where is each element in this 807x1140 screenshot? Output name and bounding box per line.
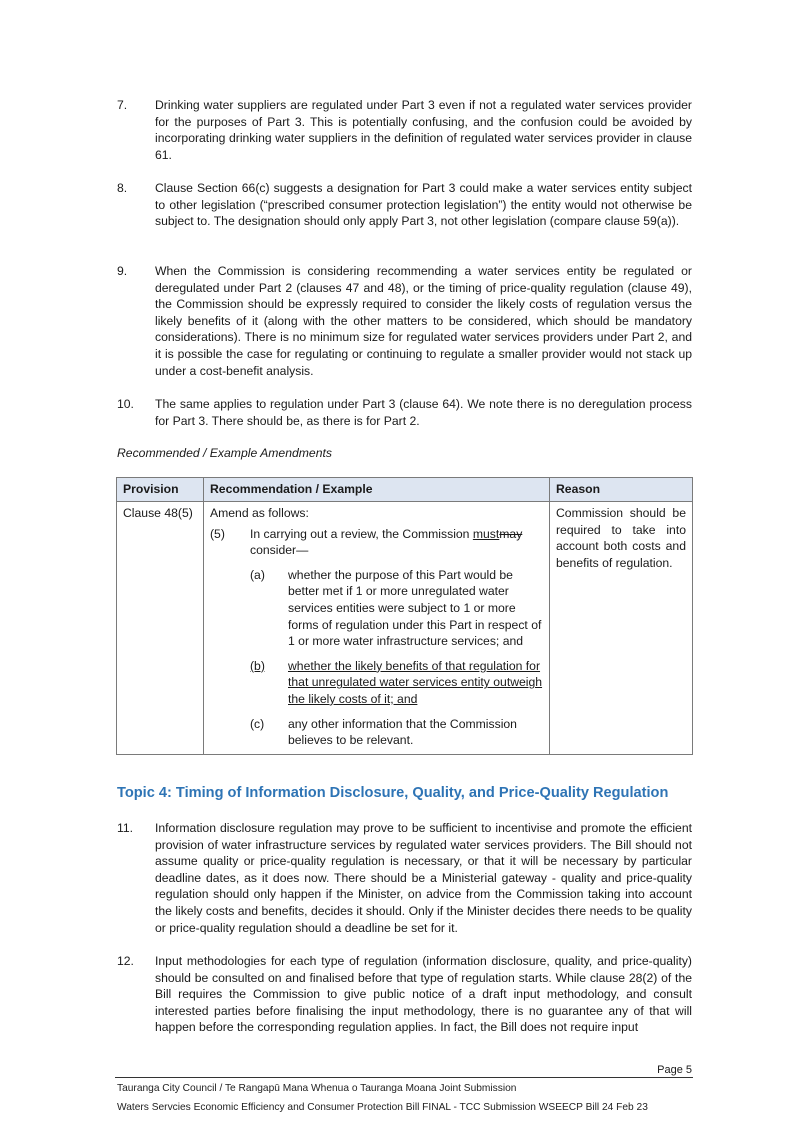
table-row: Clause 48(5) Amend as follows: (5) In ca…	[116, 501, 693, 755]
amend-intro: Amend as follows:	[210, 506, 309, 520]
paragraph-number: 10.	[117, 397, 134, 411]
paragraph-text: Clause Section 66(c) suggests a designat…	[155, 181, 692, 229]
paragraph-text: Input methodologies for each type of reg…	[155, 954, 692, 1035]
amendments-table: Provision Recommendation / Example Reaso…	[116, 477, 693, 755]
subclause-text-after: consider—	[250, 543, 309, 558]
item-c: (c) any other information that the Commi…	[250, 716, 543, 749]
paragraph-text: Information disclosure regulation may pr…	[155, 821, 692, 935]
paragraph-8: 8. Clause Section 66(c) suggests a desig…	[117, 180, 692, 230]
paragraph-12: 12. Input methodologies for each type of…	[117, 953, 692, 1036]
item-b: (b) whether the likely benefits of that …	[250, 658, 543, 708]
deleted-text: may	[499, 526, 523, 541]
table-header-row: Provision Recommendation / Example Reaso…	[116, 477, 693, 502]
amendments-caption: Recommended / Example Amendments	[117, 446, 332, 460]
subclause-5: (5) In carrying out a review, the Commis…	[210, 526, 543, 559]
header-recommendation: Recommendation / Example	[203, 477, 550, 502]
paragraph-text: Drinking water suppliers are regulated u…	[155, 98, 692, 162]
paragraph-number: 9.	[117, 264, 128, 278]
footer-divider	[115, 1077, 693, 1078]
item-a: (a) whether the purpose of this Part wou…	[250, 567, 543, 650]
header-provision: Provision	[116, 477, 204, 502]
paragraph-number: 12.	[117, 954, 134, 968]
inserted-text: must	[472, 526, 500, 541]
item-text: whether the likely benefits of that regu…	[288, 658, 543, 706]
footer-line-2: Waters Servcies Economic Efficiency and …	[117, 1102, 648, 1113]
subclause-label: (5)	[210, 526, 225, 541]
paragraph-number: 7.	[117, 98, 128, 112]
paragraph-11: 11. Information disclosure regulation ma…	[117, 820, 692, 936]
page-number: Page 5	[657, 1064, 692, 1076]
paragraph-7: 7. Drinking water suppliers are regulate…	[117, 97, 692, 163]
paragraph-text: The same applies to regulation under Par…	[155, 397, 692, 428]
item-text: whether the purpose of this Part would b…	[288, 567, 542, 649]
subclause-text: In carrying out a review, the Commission…	[250, 526, 543, 559]
paragraph-text: When the Commission is considering recom…	[155, 264, 692, 378]
header-reason: Reason	[549, 477, 693, 502]
item-label: (c)	[250, 716, 265, 731]
paragraph-number: 8.	[117, 181, 128, 195]
paragraph-10: 10. The same applies to regulation under…	[117, 396, 692, 429]
item-label: (b)	[250, 658, 265, 673]
item-label: (a)	[250, 567, 265, 582]
footer-line-1: Tauranga City Council / Te Rangapū Mana …	[117, 1083, 517, 1094]
recommendation-cell: Amend as follows: (5) In carrying out a …	[203, 501, 550, 755]
subclause-text-before: In carrying out a review, the Commission	[250, 526, 473, 541]
topic-heading: Topic 4: Timing of Information Disclosur…	[117, 785, 669, 801]
item-text: any other information that the Commissio…	[288, 716, 517, 748]
provision-cell: Clause 48(5)	[116, 501, 204, 755]
paragraph-9: 9. When the Commission is considering re…	[117, 263, 692, 379]
reason-cell: Commission should be required to take in…	[549, 501, 693, 755]
paragraph-number: 11.	[117, 821, 134, 835]
